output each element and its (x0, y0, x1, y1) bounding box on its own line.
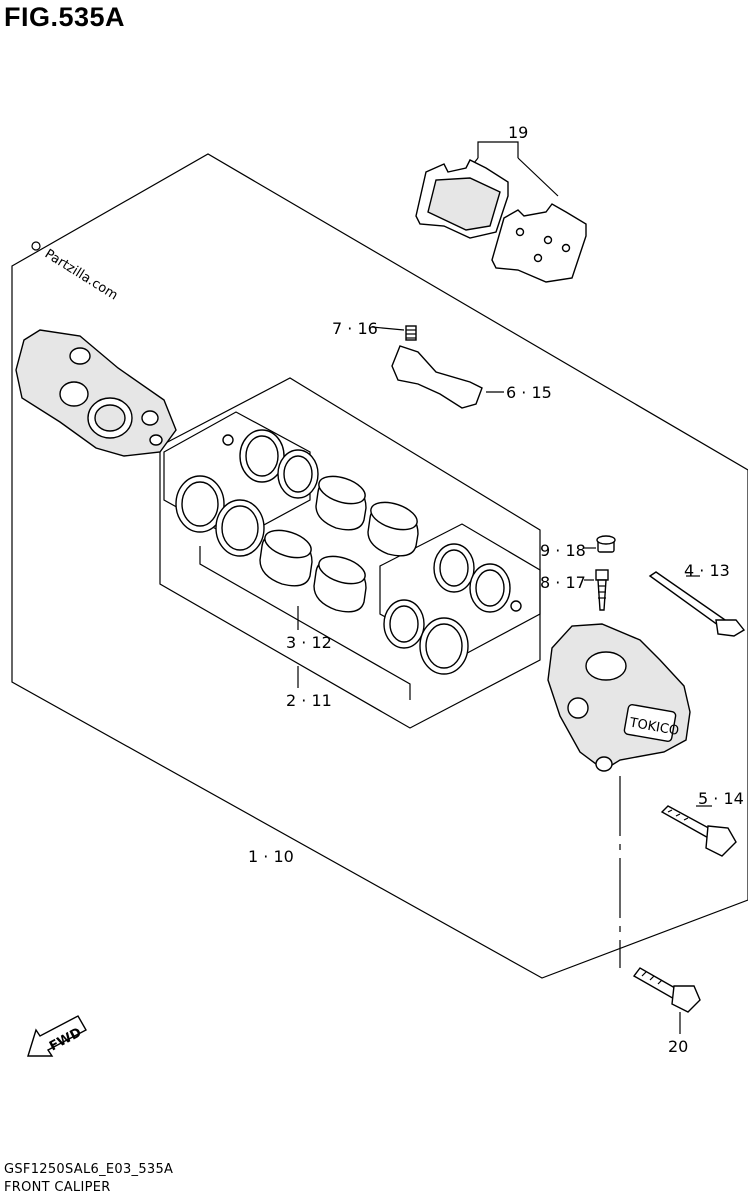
callout-1-10: 1 · 10 (248, 847, 294, 866)
callout-7-16: 7 · 16 (332, 319, 378, 338)
model-code: GSF1250SAL6_E03_535A (4, 1162, 174, 1177)
bleeder-valve (584, 569, 609, 611)
callout-3-12: 3 · 12 (286, 633, 332, 652)
seal-outline-right (379, 523, 541, 659)
leader-19 (477, 141, 519, 158)
pad-spring-bolt (371, 325, 417, 341)
callout-2-11: 2 · 11 (286, 691, 332, 710)
bleeder-cap (584, 535, 616, 553)
callout-19: 19 (508, 123, 528, 142)
leader-19-right (517, 157, 559, 197)
caliper-half-inner (15, 329, 177, 457)
watermark-text: Partzilla.com (42, 247, 120, 304)
caliper-half-outer: TOKICO (547, 623, 691, 772)
caliper-mounting-bolt (660, 805, 737, 857)
callout-6-15: 6 · 15 (506, 383, 552, 402)
kit-outline-2-11 (159, 377, 541, 729)
callout-5-14: 5 · 14 (698, 789, 744, 808)
callout-8-17: 8 · 17 (540, 573, 586, 592)
callout-4-13: 4 · 13 (684, 561, 730, 580)
forward-direction-arrow: FWD (27, 1015, 87, 1057)
brake-pad-front (415, 159, 509, 239)
piston-seal-group (175, 429, 319, 557)
piston-seal-group-right (383, 543, 522, 675)
watermark-circle (31, 241, 41, 251)
callout-9-18: 9 · 18 (540, 541, 586, 560)
seal-outline-3-12 (163, 411, 311, 541)
caliper-pistons (259, 475, 419, 613)
callout-20: 20 (668, 1037, 688, 1056)
figure-title: FIG.535A (4, 2, 126, 32)
pad-spring (391, 345, 504, 409)
section-name: FRONT CALIPER (4, 1180, 111, 1195)
seal-group-left-bracket (199, 546, 411, 700)
pad-pin (648, 571, 746, 637)
assembly-outline-1-10 (11, 153, 748, 979)
brake-pad-rear (491, 203, 587, 283)
caliper-bolt-20 (632, 967, 701, 1034)
